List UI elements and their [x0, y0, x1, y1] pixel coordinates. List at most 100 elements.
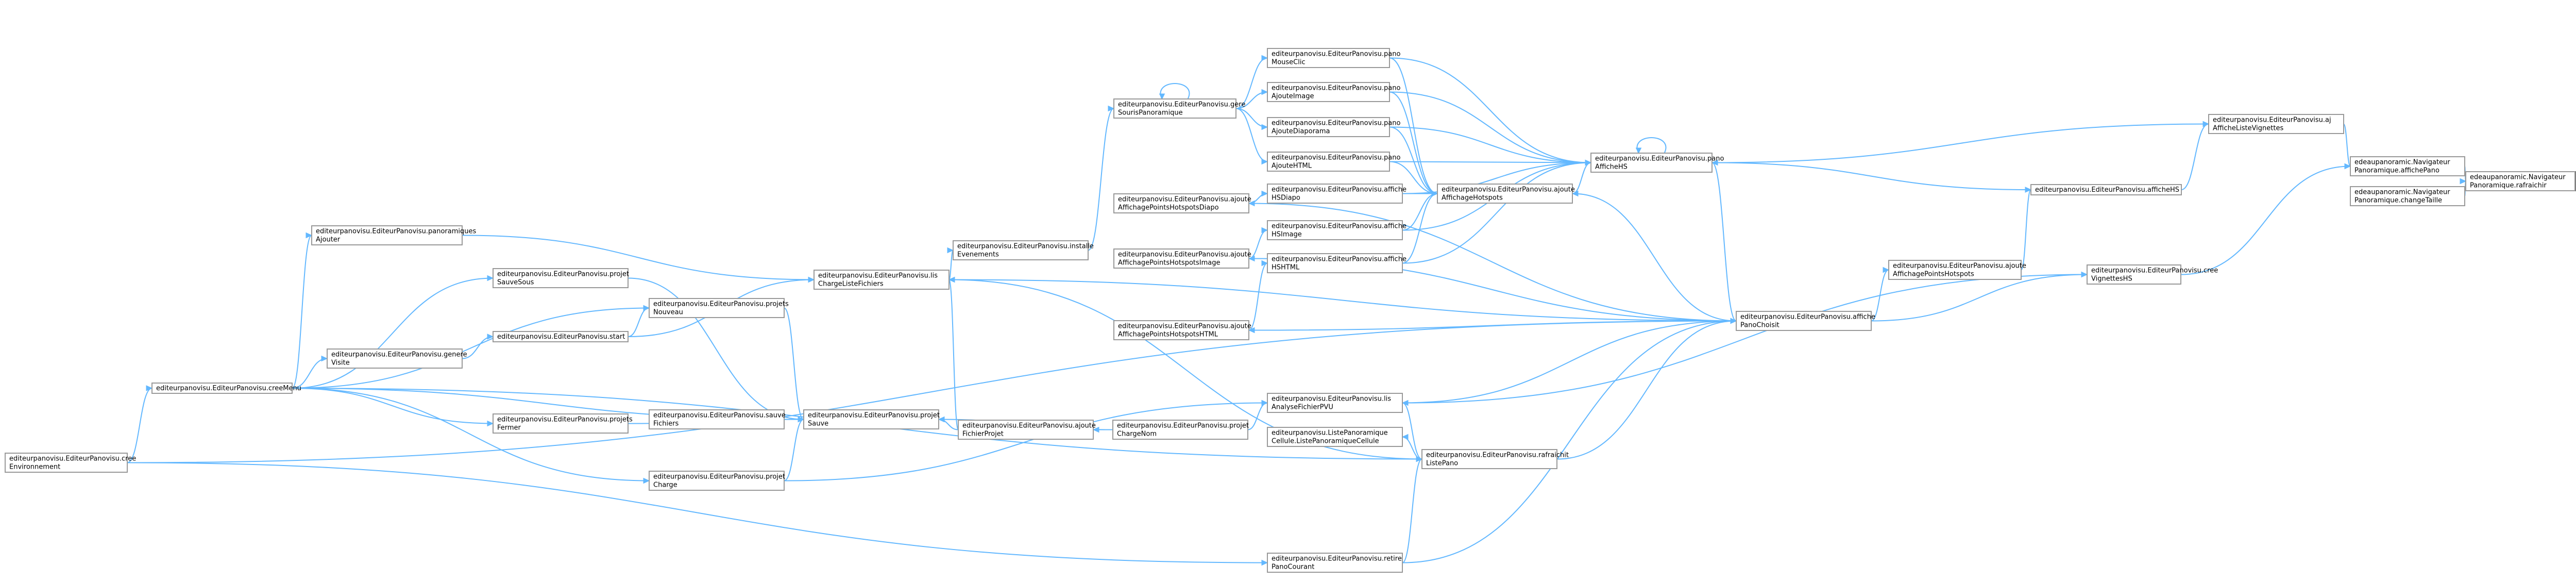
edge-n6-to-n5 [2181, 123, 2209, 190]
edge-arrowhead [1261, 190, 1268, 197]
graph-node-n25[interactable]: editeurpanovisu.EditeurPanovisu.panorami… [311, 225, 477, 245]
graph-node-n33[interactable]: editeurpanovisu.EditeurPanovisu.sauveFic… [649, 409, 786, 429]
edge-arrowhead [1711, 159, 1718, 166]
edge-n38-to-n9 [1402, 320, 1737, 404]
graph-node-n27[interactable]: editeurpanovisu.EditeurPanovisu.projetsN… [649, 298, 789, 318]
graph-node-n39[interactable]: editeurpanovisu.ListePanoramiqueCellule.… [1267, 427, 1403, 447]
edge-arrowhead [306, 232, 313, 239]
graph-node-n9[interactable]: editeurpanovisu.EditeurPanovisu.afficheP… [1736, 311, 1875, 331]
graph-node-n32[interactable]: editeurpanovisu.EditeurPanovisu.projetsF… [493, 413, 633, 434]
graph-node-n5[interactable]: editeurpanovisu.EditeurPanovisu.ajAffich… [2208, 114, 2344, 134]
edge-n31-to-n41 [127, 462, 1268, 563]
edge-n13-to-n11 [1389, 91, 1438, 194]
node-label-line: editeurpanovisu.ListePanoramique [1272, 429, 1388, 437]
node-label-line: editeurpanovisu.EditeurPanovisu.projets [497, 416, 633, 424]
edge-arrowhead [2202, 121, 2210, 127]
node-label-line: editeurpanovisu.EditeurPanovisu.cree [9, 455, 136, 463]
graph-node-n36[interactable]: editeurpanovisu.EditeurPanovisu.ajouteFi… [958, 420, 1096, 440]
edge-n14-to-n10 [1389, 126, 1591, 163]
edge-arrowhead [321, 355, 328, 362]
graph-node-n8[interactable]: editeurpanovisu.EditeurPanovisu.ajouteAf… [1888, 260, 2026, 280]
graph-node-n34[interactable]: editeurpanovisu.EditeurPanovisu.projetSa… [803, 409, 940, 429]
node-label-line: FichierProjet [962, 430, 1004, 438]
graph-node-n19[interactable]: editeurpanovisu.EditeurPanovisu.gereSour… [1113, 98, 1245, 119]
node-label-line: edeaupanoramic.Navigateur [2354, 159, 2450, 167]
graph-node-n23[interactable]: editeurpanovisu.EditeurPanovisu.installe… [953, 240, 1094, 260]
graph-node-n20[interactable]: editeurpanovisu.EditeurPanovisu.ajouteAf… [1113, 193, 1251, 213]
node-label-line: editeurpanovisu.EditeurPanovisu.ajoute [1118, 323, 1251, 330]
node-label-line: Evenements [957, 251, 999, 259]
edge-n31-to-n30 [127, 388, 152, 463]
node-label-line: AjouteHTML [1272, 162, 1312, 170]
node-label-line: editeurpanovisu.EditeurPanovisu.projet [653, 473, 785, 481]
graph-node-n14[interactable]: editeurpanovisu.EditeurPanovisu.panoAjou… [1267, 117, 1400, 137]
edge-n30-to-n26 [292, 277, 494, 389]
edge-n30-to-n27 [292, 307, 650, 389]
graph-node-n26[interactable]: editeurpanovisu.EditeurPanovisu.projetSa… [493, 268, 629, 288]
edge-arrowhead [2344, 163, 2351, 170]
edge-n19-to-n14 [1235, 108, 1268, 128]
edge-arrowhead [1248, 200, 1255, 207]
node-box [493, 268, 629, 288]
node-label-line: SourisPanoramique [1118, 109, 1183, 117]
graph-node-n30[interactable]: editeurpanovisu.EditeurPanovisu.creeMenu [151, 383, 301, 394]
node-label-line: editeurpanovisu.EditeurPanovisu.rafraich… [1426, 452, 1569, 459]
edge-n9-to-n7 [1871, 274, 2088, 322]
graph-node-n31[interactable]: editeurpanovisu.EditeurPanovisu.creeEnvi… [5, 453, 136, 473]
graph-node-n29[interactable]: editeurpanovisu.EditeurPanovisu.genereVi… [327, 348, 467, 369]
edge-arrowhead [1730, 318, 1737, 324]
graph-node-n18[interactable]: editeurpanovisu.EditeurPanovisu.afficheH… [1267, 253, 1406, 273]
graph-node-n13[interactable]: editeurpanovisu.EditeurPanovisu.panoAjou… [1267, 82, 1400, 102]
graph-node-n28[interactable]: editeurpanovisu.EditeurPanovisu.start [493, 331, 629, 342]
nodes-layer: edeaupanoramic.NavigateurPanoramique.raf… [5, 48, 2576, 573]
graph-node-n11[interactable]: editeurpanovisu.EditeurPanovisu.ajouteAf… [1437, 184, 1575, 204]
graph-node-n24[interactable]: editeurpanovisu.EditeurPanovisu.lisCharg… [814, 270, 950, 290]
graph-node-n17[interactable]: editeurpanovisu.EditeurPanovisu.afficheH… [1267, 220, 1406, 240]
node-label-line: Fermer [497, 424, 521, 432]
graph-node-n16[interactable]: editeurpanovisu.EditeurPanovisu.afficheH… [1267, 184, 1406, 204]
graph-node-n3[interactable]: edeaupanoramic.NavigateurPanoramique.aff… [2350, 156, 2465, 176]
edge-arrowhead [1261, 227, 1268, 234]
graph-node-n12[interactable]: editeurpanovisu.EditeurPanovisu.panoMous… [1267, 48, 1400, 68]
edge-n38-to-n7 [1402, 274, 2088, 404]
edge-n22-to-n18 [1248, 262, 1268, 331]
graph-node-n35[interactable]: editeurpanovisu.EditeurPanovisu.projetCh… [649, 471, 785, 491]
node-label-line: editeurpanovisu.EditeurPanovisu.projets [653, 301, 789, 308]
edge-arrowhead [2025, 187, 2032, 193]
graph-node-n22[interactable]: editeurpanovisu.EditeurPanovisu.ajouteAf… [1113, 320, 1251, 340]
node-label-line: HSDiapo [1272, 194, 1300, 202]
edge-arrowhead [2081, 271, 2088, 278]
node-label-line: edeaupanoramic.Navigateur [2354, 189, 2450, 196]
graph-node-n40[interactable]: editeurpanovisu.EditeurPanovisu.rafraich… [1421, 449, 1569, 469]
node-label-line: AffichageHotspots [1442, 194, 1503, 202]
node-label-line: ChargeListeFichiers [818, 280, 884, 288]
node-box [493, 413, 629, 434]
graph-node-n4[interactable]: edeaupanoramic.NavigateurPanoramique.cha… [2350, 186, 2465, 206]
edge-n10-to-n6 [1711, 162, 2031, 190]
graph-node-n41[interactable]: editeurpanovisu.EditeurPanovisu.retirePa… [1267, 553, 1403, 573]
graph-node-n2[interactable]: edeaupanoramic.NavigateurPanoramique.raf… [2465, 171, 2575, 191]
edge-n27-to-n34 [784, 307, 804, 420]
node-label-line: editeurpanovisu.EditeurPanovisu.panorami… [316, 228, 477, 236]
edge-arrowhead [938, 416, 945, 423]
node-box [5, 453, 128, 473]
edge-n24-to-n23 [948, 250, 954, 280]
edge-n18-to-n10 [1402, 162, 1591, 264]
graph-node-n15[interactable]: editeurpanovisu.EditeurPanovisu.panoAjou… [1267, 152, 1400, 172]
graph-node-n6[interactable]: editeurpanovisu.EditeurPanovisu.afficheH… [2030, 184, 2182, 195]
graph-node-n10[interactable]: editeurpanovisu.EditeurPanovisu.panoAffi… [1590, 153, 1724, 173]
edge-arrowhead [1571, 190, 1579, 197]
node-label-line: Nouveau [653, 309, 683, 317]
node-label-line: editeurpanovisu.EditeurPanovisu.cree [2091, 267, 2218, 275]
node-label-line: PanoChoisit [1740, 322, 1780, 329]
node-label-line: Visite [331, 359, 350, 367]
graph-node-n7[interactable]: editeurpanovisu.EditeurPanovisu.creeVign… [2087, 264, 2218, 285]
node-label-line: editeurpanovisu.EditeurPanovisu.pano [1272, 85, 1400, 92]
graph-node-n38[interactable]: editeurpanovisu.EditeurPanovisu.lisAnaly… [1267, 393, 1403, 413]
edge-arrowhead [1585, 159, 1592, 166]
graph-node-n37[interactable]: editeurpanovisu.EditeurPanovisu.projetCh… [1112, 420, 1249, 440]
node-label-line: AffichagePointsHotspotsImage [1118, 259, 1221, 267]
edge-n25-to-n24 [462, 235, 815, 280]
graph-node-n21[interactable]: editeurpanovisu.EditeurPanovisu.ajouteAf… [1113, 248, 1251, 269]
